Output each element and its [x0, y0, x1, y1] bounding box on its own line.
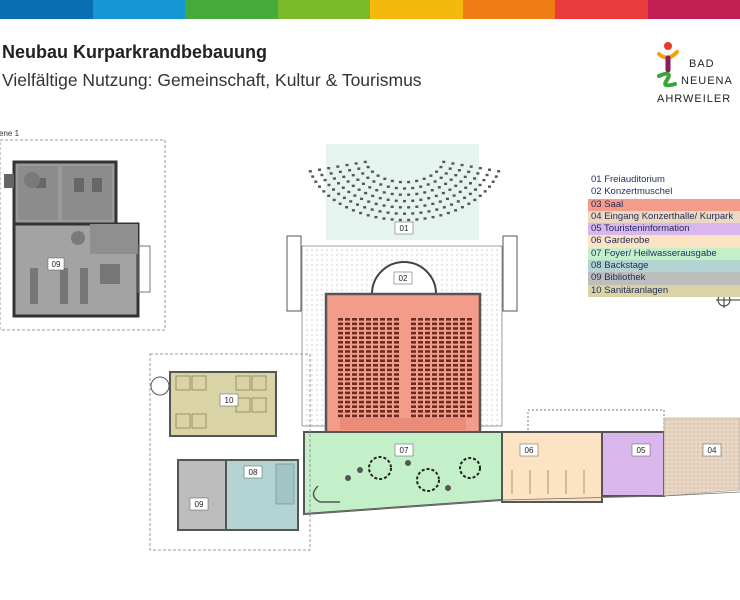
legend-item: 03 Saal — [588, 198, 740, 211]
legend-item: 04 Eingang Konzerthalle/ Kurpark — [588, 210, 740, 224]
room-label-07: 07 — [400, 446, 409, 455]
page-title: Neubau Kurparkrandbebauung — [2, 42, 268, 62]
legend-item: 06 Garderobe — [588, 235, 740, 248]
room-label-09-lower: 09 — [195, 500, 204, 509]
logo-line-1: BAD — [689, 58, 715, 70]
bad-neuenahr-ahrweiler-logo: BAD NEUENA AHRWEILER — [657, 42, 733, 105]
saal-seats — [338, 318, 472, 418]
room-label-05: 05 — [637, 446, 646, 455]
legend-item: 02 Konzertmuschel — [588, 186, 740, 199]
level-1-frame — [0, 139, 166, 331]
level-label: ene 1 — [0, 129, 20, 138]
stripe-segment — [277, 0, 370, 19]
legend-item: 08 Backstage — [588, 260, 740, 273]
legend-item: 05 Touristeninformation — [588, 223, 740, 236]
logo-line-3: AHRWEILER — [657, 93, 731, 105]
room-label-09-upper: 09 — [52, 260, 61, 269]
legend-item: 01 Freiauditorium — [588, 174, 740, 187]
stripe-segment — [92, 0, 185, 19]
eingang-konzerthalle — [663, 417, 740, 497]
lower-left-frame — [149, 353, 311, 551]
stripe-segment — [647, 0, 740, 19]
upper-library-block — [4, 160, 151, 318]
foyer-counter — [312, 485, 340, 503]
stripe-segment — [462, 0, 555, 19]
stair-round — [150, 376, 170, 396]
foyer-plants — [345, 456, 481, 492]
site-boundary — [303, 491, 740, 515]
stripe-segment — [555, 0, 648, 19]
left-wall — [286, 235, 302, 312]
right-wall — [502, 235, 518, 312]
room-label-06: 06 — [525, 446, 534, 455]
floor-plan: ene 1 09 01 02 — [0, 129, 740, 551]
stripe-segment — [185, 0, 278, 19]
room-label-02: 02 — [399, 274, 408, 283]
touristeninformation — [601, 431, 665, 497]
top-color-stripe — [0, 0, 740, 19]
bibliothek-lower — [177, 459, 227, 531]
bottom-color-stripe — [0, 581, 740, 600]
page-subtitle: Vielfältige Nutzung: Gemeinschaft, Kultu… — [2, 70, 422, 90]
stripe-segment — [370, 0, 463, 19]
right-wing-roof — [527, 409, 665, 433]
garderobe — [501, 431, 603, 503]
legend-item: 10 Sanitäranlagen — [588, 284, 740, 297]
freiauditorium-seats — [308, 160, 501, 222]
room-label-10: 10 — [225, 396, 234, 405]
logo-line-2: NEUENA — [681, 75, 733, 87]
room-label-04: 04 — [708, 446, 717, 455]
figure-logo-icon — [657, 42, 679, 88]
room-label-01: 01 — [400, 224, 409, 233]
legend-item: 09 Bibliothek — [588, 272, 740, 285]
legend-item: 07 Foyer/ Heilwasserausgabe — [588, 247, 740, 261]
stripe-segment — [0, 0, 93, 19]
room-label-08: 08 — [249, 468, 258, 477]
